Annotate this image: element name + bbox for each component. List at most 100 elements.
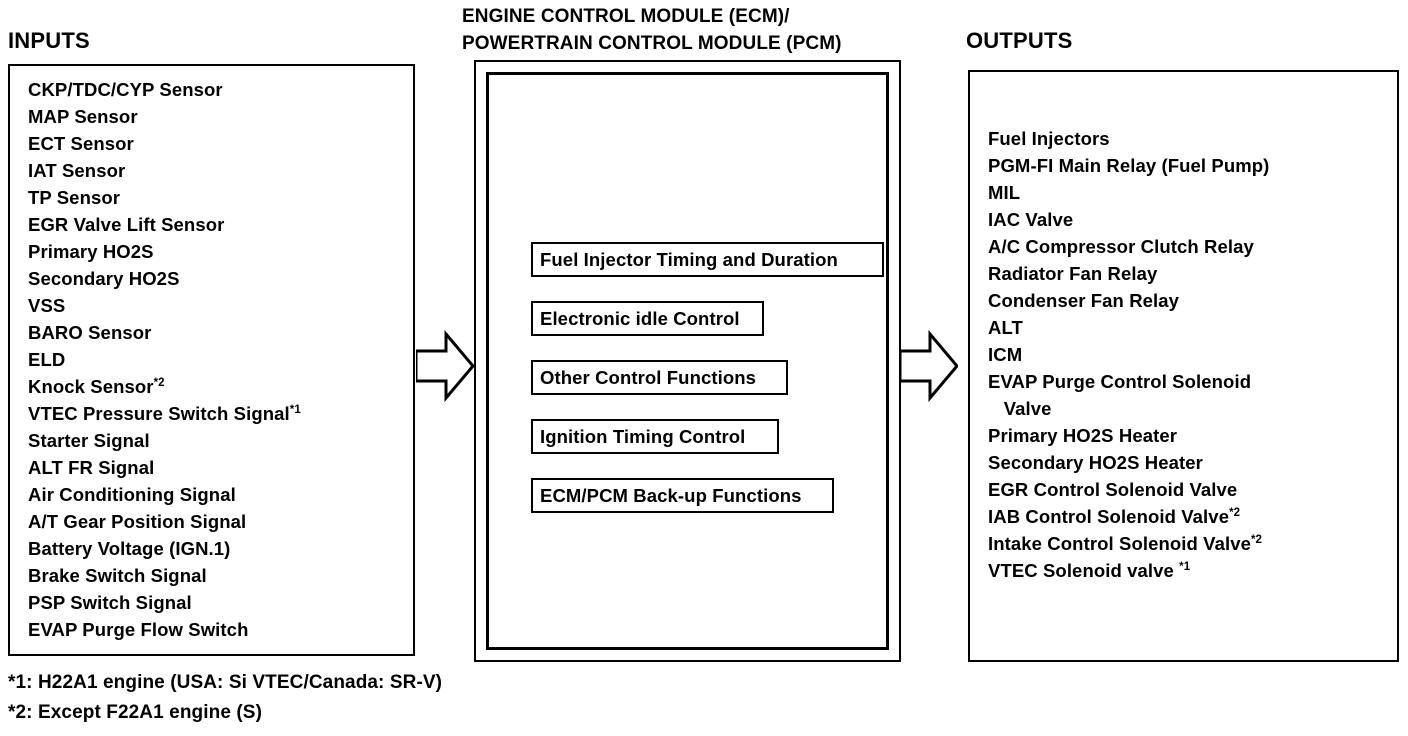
outputs-item-label: EGR Control Solenoid Valve xyxy=(988,479,1238,500)
outputs-item: ICM xyxy=(988,341,1391,368)
ecm-heading-line-1: ENGINE CONTROL MODULE (ECM)/ xyxy=(462,6,790,27)
arrow-inputs-to-ecm xyxy=(416,330,474,402)
outputs-item-label: Valve xyxy=(988,398,1052,419)
inputs-item-label: ELD xyxy=(28,349,66,370)
inputs-item-label: MAP Sensor xyxy=(28,106,138,127)
ecm-pcm-inner-border: Fuel Injector Timing and Duration Electr… xyxy=(486,72,889,650)
inputs-item-label: ECT Sensor xyxy=(28,133,134,154)
inputs-item: PSP Switch Signal xyxy=(28,589,407,616)
inputs-item: A/T Gear Position Signal xyxy=(28,508,407,535)
inputs-item: Air Conditioning Signal xyxy=(28,481,407,508)
inputs-item: VTEC Pressure Switch Signal*1 xyxy=(28,400,407,427)
outputs-item: Radiator Fan Relay xyxy=(988,260,1391,287)
inputs-item-label: BARO Sensor xyxy=(28,322,152,343)
inputs-item: Secondary HO2S xyxy=(28,265,407,292)
inputs-item-footnote-marker: *1 xyxy=(289,403,301,416)
outputs-item-label: Fuel Injectors xyxy=(988,128,1110,149)
inputs-item-label: VTEC Pressure Switch Signal xyxy=(28,403,290,424)
inputs-item-label: PSP Switch Signal xyxy=(28,592,192,613)
outputs-item-label: IAB Control Solenoid Valve xyxy=(988,506,1230,527)
outputs-item: Intake Control Solenoid Valve*2 xyxy=(988,530,1391,557)
outputs-item: IAC Valve xyxy=(988,206,1391,233)
inputs-item: Starter Signal xyxy=(28,427,407,454)
outputs-item: Condenser Fan Relay xyxy=(988,287,1391,314)
inputs-item-label: Battery Voltage (IGN.1) xyxy=(28,538,231,559)
inputs-item: Battery Voltage (IGN.1) xyxy=(28,535,407,562)
outputs-item: Fuel Injectors xyxy=(988,125,1391,152)
inputs-item: VSS xyxy=(28,292,407,319)
inputs-item-label: IAT Sensor xyxy=(28,160,126,181)
inputs-item: ALT FR Signal xyxy=(28,454,407,481)
inputs-item-label: EVAP Purge Flow Switch xyxy=(28,619,249,640)
inputs-item-label: Air Conditioning Signal xyxy=(28,484,236,505)
outputs-item: EVAP Purge Control Solenoid xyxy=(988,368,1391,395)
outputs-item: VTEC Solenoid valve *1 xyxy=(988,557,1391,584)
inputs-item-label: CKP/TDC/CYP Sensor xyxy=(28,79,223,100)
outputs-item: ALT xyxy=(988,314,1391,341)
outputs-item-label: ALT xyxy=(988,317,1023,338)
inputs-column-heading: INPUTS xyxy=(8,28,90,53)
outputs-item-label: VTEC Solenoid valve xyxy=(988,560,1180,581)
inputs-item-label: TP Sensor xyxy=(28,187,121,208)
outputs-item: A/C Compressor Clutch Relay xyxy=(988,233,1391,260)
outputs-item: Valve xyxy=(988,395,1391,422)
outputs-item: IAB Control Solenoid Valve*2 xyxy=(988,503,1391,530)
outputs-item: MIL xyxy=(988,179,1391,206)
outputs-item-label: PGM-FI Main Relay (Fuel Pump) xyxy=(988,155,1270,176)
outputs-item-label: Primary HO2S Heater xyxy=(988,425,1178,446)
inputs-item: CKP/TDC/CYP Sensor xyxy=(28,76,407,103)
outputs-item-label: A/C Compressor Clutch Relay xyxy=(988,236,1254,257)
outputs-item-label: Radiator Fan Relay xyxy=(988,263,1158,284)
inputs-item-label: Primary HO2S xyxy=(28,241,154,262)
outputs-item-label: Secondary HO2S Heater xyxy=(988,452,1203,473)
inputs-item: IAT Sensor xyxy=(28,157,407,184)
outputs-item-label: Condenser Fan Relay xyxy=(988,290,1180,311)
inputs-item: ELD xyxy=(28,346,407,373)
inputs-item: ECT Sensor xyxy=(28,130,407,157)
inputs-item-footnote-marker: *2 xyxy=(153,376,165,389)
outputs-item-label: MIL xyxy=(988,182,1021,203)
outputs-item-label: EVAP Purge Control Solenoid xyxy=(988,371,1252,392)
footnote-2: *2: Except F22A1 engine (S) xyxy=(8,702,262,723)
inputs-item: TP Sensor xyxy=(28,184,407,211)
inputs-item-label: EGR Valve Lift Sensor xyxy=(28,214,225,235)
function-box-fuel-injector-timing: Fuel Injector Timing and Duration xyxy=(531,242,884,277)
inputs-item: EGR Valve Lift Sensor xyxy=(28,211,407,238)
ecm-pcm-column-heading: ENGINE CONTROL MODULE (ECM)/ POWERTRAIN … xyxy=(462,3,842,57)
outputs-item-footnote-marker: *2 xyxy=(1229,506,1241,519)
inputs-item: BARO Sensor xyxy=(28,319,407,346)
inputs-item: Primary HO2S xyxy=(28,238,407,265)
function-box-electronic-idle-control: Electronic idle Control xyxy=(531,301,764,336)
outputs-item-label: Intake Control Solenoid Valve xyxy=(988,533,1251,554)
inputs-item-label: A/T Gear Position Signal xyxy=(28,511,247,532)
footnote-1: *1: H22A1 engine (USA: Si VTEC/Canada: S… xyxy=(8,672,443,693)
outputs-item: PGM-FI Main Relay (Fuel Pump) xyxy=(988,152,1391,179)
inputs-item: Knock Sensor*2 xyxy=(28,373,407,400)
function-box-ecm-pcm-backup-functions: ECM/PCM Back-up Functions xyxy=(531,478,834,513)
outputs-item: Primary HO2S Heater xyxy=(988,422,1391,449)
inputs-item: MAP Sensor xyxy=(28,103,407,130)
function-box-ignition-timing-control: Ignition Timing Control xyxy=(531,419,779,454)
outputs-item-footnote-marker: *2 xyxy=(1250,533,1263,546)
ecm-pcm-panel: Fuel Injector Timing and Duration Electr… xyxy=(474,60,901,662)
ecm-heading-line-2: POWERTRAIN CONTROL MODULE (PCM) xyxy=(462,33,842,54)
outputs-item-label: IAC Valve xyxy=(988,209,1074,230)
outputs-item-label: ICM xyxy=(988,344,1023,365)
outputs-item: EGR Control Solenoid Valve xyxy=(988,476,1391,503)
inputs-item-label: ALT FR Signal xyxy=(28,457,155,478)
arrow-ecm-to-outputs xyxy=(900,330,958,402)
inputs-item: Brake Switch Signal xyxy=(28,562,407,589)
inputs-item-label: Brake Switch Signal xyxy=(28,565,207,586)
inputs-item-label: Knock Sensor xyxy=(28,376,154,397)
inputs-item-label: Secondary HO2S xyxy=(28,268,180,289)
inputs-item: EVAP Purge Flow Switch xyxy=(28,616,407,643)
outputs-column-heading: OUTPUTS xyxy=(966,28,1073,53)
outputs-item-footnote-marker: *1 xyxy=(1179,560,1191,573)
inputs-item-label: Starter Signal xyxy=(28,430,150,451)
inputs-item-label: VSS xyxy=(28,295,66,316)
